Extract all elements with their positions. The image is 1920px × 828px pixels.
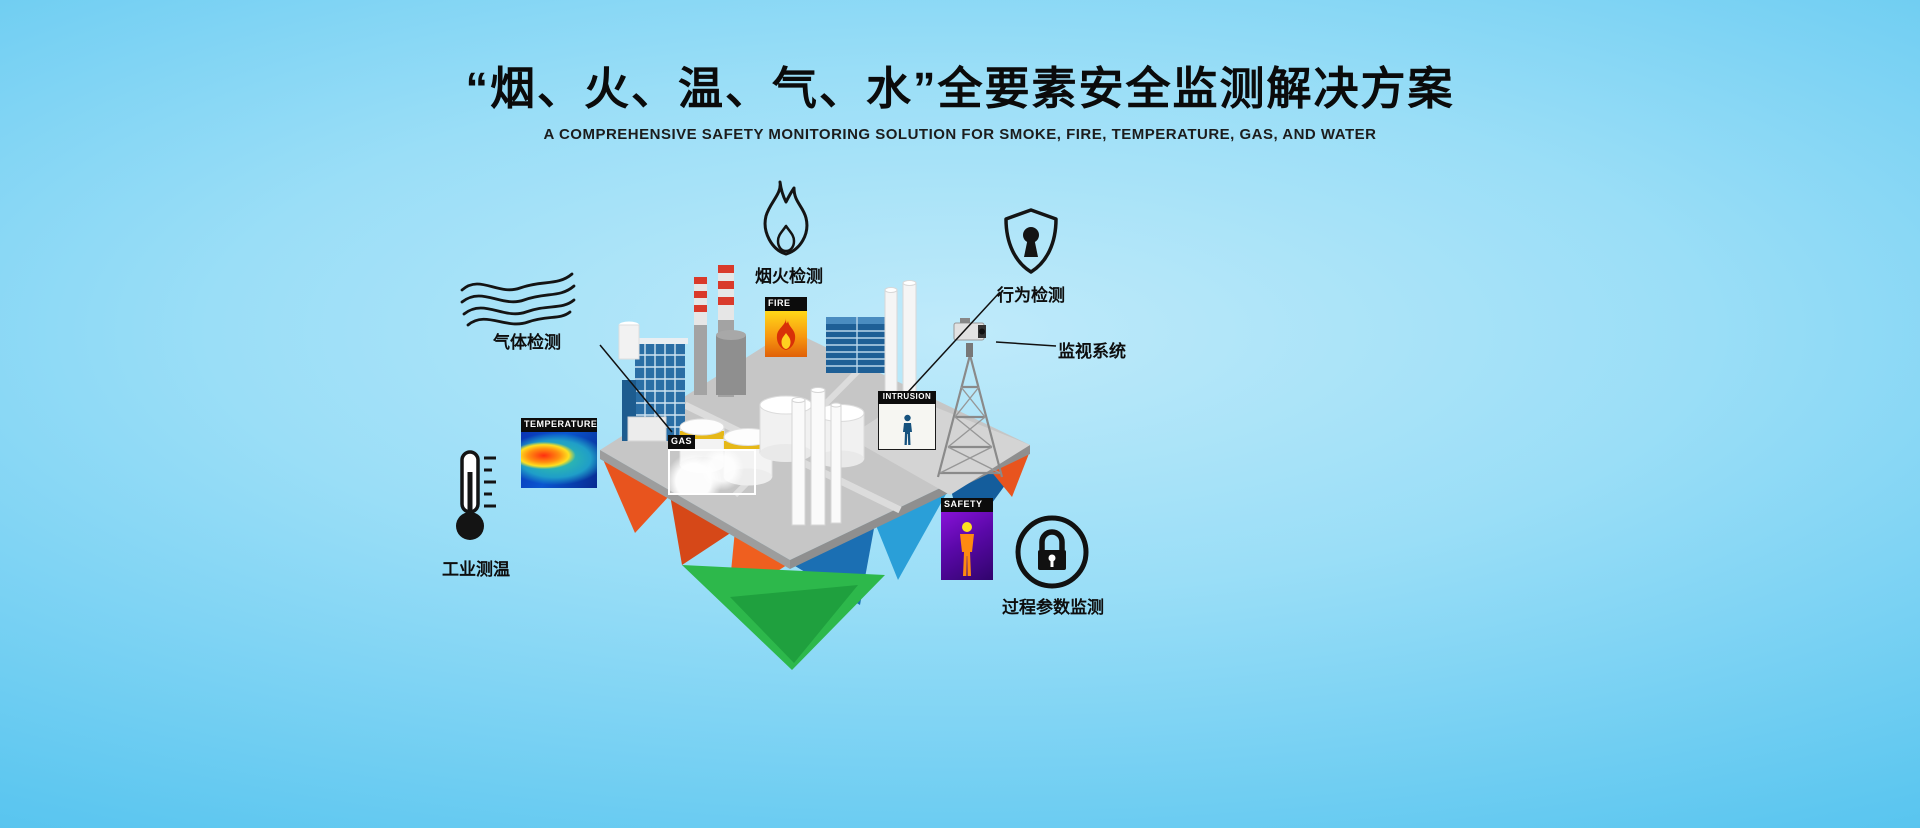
page-title: “烟、火、温、气、水”全要素安全监测解决方案 xyxy=(465,63,1455,114)
lock-circle-icon xyxy=(1014,514,1090,590)
thermometer-icon xyxy=(446,448,506,548)
intrusion-tag: INTRUSION xyxy=(878,391,936,450)
surveillance-system-label: 监视系统 xyxy=(1058,342,1126,361)
process-parameter-label: 过程参数监测 xyxy=(1002,598,1104,617)
fire-image xyxy=(765,310,807,357)
industrial-temperature-label: 工业测温 xyxy=(442,560,510,579)
industrial-plant-illustration xyxy=(599,265,1057,670)
fire-tag-label: FIRE xyxy=(765,297,807,311)
temperature-tag: TEMPERATURE xyxy=(521,418,597,488)
thermal-person-image xyxy=(941,511,993,580)
flame-outline-icon xyxy=(750,176,822,264)
thermal-camera-image xyxy=(521,431,597,488)
safety-tag-label: SAFETY xyxy=(941,498,993,512)
gas-detection-label: 气体检测 xyxy=(493,333,561,352)
fire-tag: FIRE xyxy=(765,297,807,357)
safety-tag: SAFETY xyxy=(941,498,993,580)
shield-keyhole-icon xyxy=(1000,206,1062,280)
person-icon xyxy=(902,414,912,445)
callout-connectors xyxy=(599,291,1057,433)
smoke-fire-detection-label: 烟火检测 xyxy=(755,267,823,286)
gas-monitoring-area xyxy=(668,449,756,495)
small-flame-icon xyxy=(776,317,796,350)
thermal-person-icon xyxy=(960,521,974,576)
temperature-tag-label: TEMPERATURE xyxy=(521,418,597,432)
gas-tag-label: GAS xyxy=(668,435,696,449)
intrusion-tag-label: INTRUSION xyxy=(878,391,936,404)
page-subtitle: A COMPREHENSIVE SAFETY MONITORING SOLUTI… xyxy=(543,126,1377,143)
gas-tag: GAS xyxy=(668,431,756,495)
behavior-detection-label: 行为检测 xyxy=(997,286,1065,305)
intrusion-image xyxy=(878,403,936,450)
gas-waves-icon xyxy=(458,262,578,332)
cctv-camera xyxy=(953,318,986,357)
